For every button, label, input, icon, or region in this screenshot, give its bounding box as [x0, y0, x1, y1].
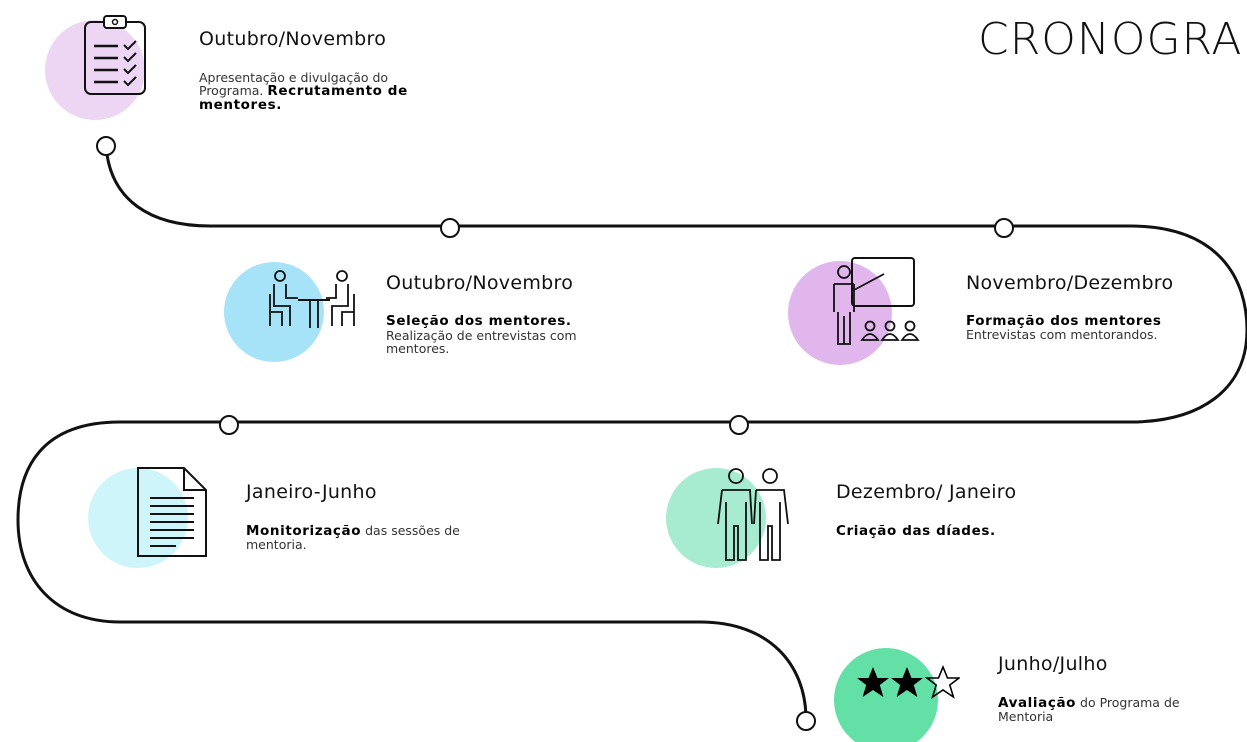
timeline-node	[729, 415, 749, 435]
step-3-period: Novembro/Dezembro	[966, 272, 1174, 294]
star-filled-icon	[891, 667, 923, 697]
step-1-text: Apresentação e divulgação do Programa.	[199, 70, 389, 98]
step-4-text: das sessões de mentoria.	[246, 523, 460, 552]
step-2-description: Seleção dos mentores. Realização de entr…	[386, 313, 621, 356]
document-icon	[137, 467, 207, 557]
step-6-text: do Programa de Mentoria	[998, 695, 1180, 724]
step-6-bold-text: Avaliação	[998, 695, 1077, 711]
step-5-period: Dezembro/ Janeiro	[836, 481, 1017, 503]
step-2-text: Realização de entrevistas com mentores.	[386, 328, 577, 356]
interview-icon	[269, 270, 355, 328]
step-1-period: Outubro/Novembro	[199, 28, 387, 50]
pair-icon	[717, 468, 789, 561]
timeline-node	[440, 218, 460, 238]
star-filled-icon	[857, 667, 889, 697]
step-5-bold-text: Criação das díades.	[836, 523, 996, 539]
timeline-node	[994, 218, 1014, 238]
star-rating-icon	[857, 664, 960, 699]
step-2-bold-text: Seleção dos mentores.	[386, 313, 572, 329]
checklist-icon	[84, 15, 146, 95]
page-title: CRONOGRAMA	[978, 14, 1247, 65]
step-1-description: Apresentação e divulgação do Programa. R…	[199, 71, 444, 112]
step-3-description: Formação dos mentores Entrevistas com me…	[966, 313, 1226, 342]
timeline-node	[796, 711, 816, 731]
step-4-period: Janeiro-Junho	[246, 481, 377, 503]
step-1-bold-text: Recrutamento de mentores.	[199, 83, 408, 113]
training-icon	[833, 257, 920, 345]
step-3-text: Entrevistas com mentorandos.	[966, 327, 1158, 342]
timeline-node	[219, 415, 239, 435]
step-6-period: Junho/Julho	[998, 653, 1108, 675]
step-5-description: Criação das díades.	[836, 524, 1076, 538]
step-4-description: Monitorização das sessões de mentoria.	[246, 524, 481, 551]
step-2-period: Outubro/Novembro	[386, 272, 574, 294]
star-outline-icon	[924, 664, 960, 699]
step-5-circle	[666, 468, 766, 568]
step-3-bold-text: Formação dos mentores	[966, 313, 1162, 329]
timeline-node	[96, 136, 116, 156]
step-4-bold-text: Monitorização	[246, 523, 362, 539]
step-6-circle	[834, 648, 938, 742]
step-6-description: Avaliação do Programa de Mentoria	[998, 696, 1213, 723]
